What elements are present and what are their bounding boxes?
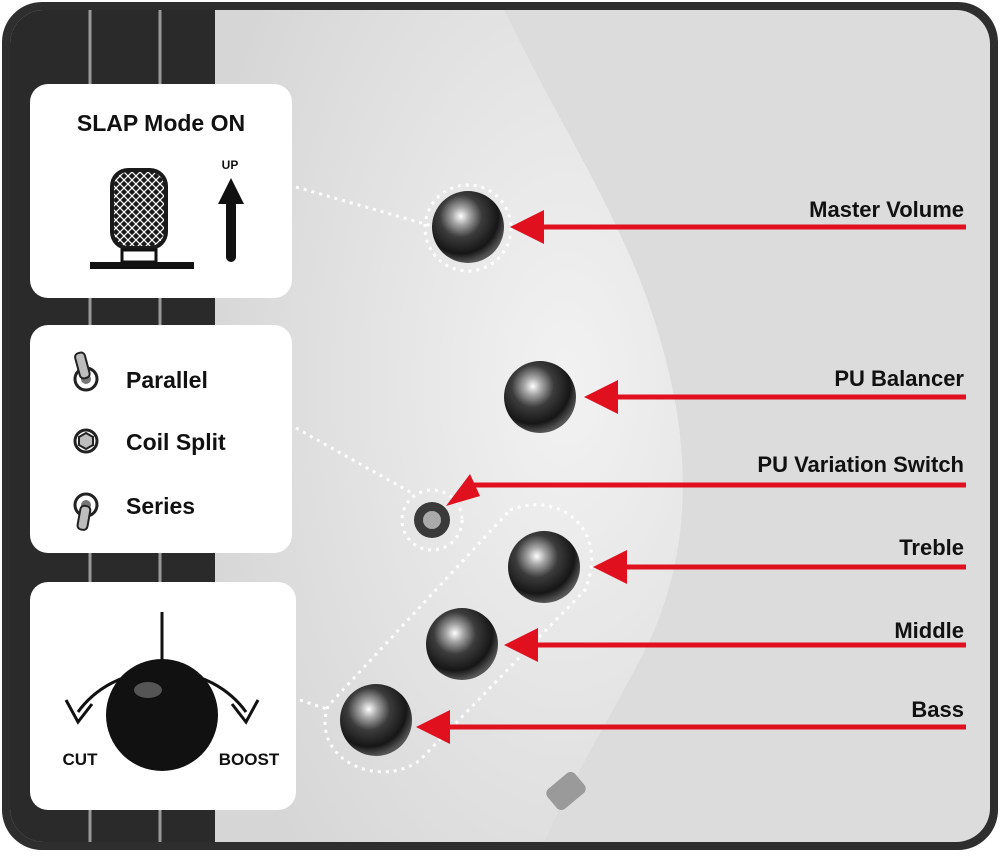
master-volume-highlight <box>423 183 513 273</box>
switch-connector <box>295 426 411 494</box>
middle-knob[interactable] <box>426 608 498 680</box>
callout-label-treble: Treble <box>899 535 964 560</box>
callout-label-pu-variation-switch: PU Variation Switch <box>757 452 964 477</box>
switch-highlight <box>400 488 464 552</box>
guitar-body <box>215 10 683 842</box>
pu-balancer-knob[interactable] <box>504 361 576 433</box>
callout-arrows <box>416 210 966 744</box>
callout-label-bass: Bass <box>911 697 964 722</box>
bass-knob[interactable] <box>340 684 412 756</box>
pu-variation-switch[interactable] <box>414 502 450 538</box>
up-label: UP <box>222 158 239 172</box>
toggle-down-icon <box>73 492 99 531</box>
callout-label-pu-balancer: PU Balancer <box>834 366 964 391</box>
master-volume-knob[interactable] <box>432 191 504 263</box>
cut-label: CUT <box>63 750 99 769</box>
rotary-knob-icon <box>64 612 260 771</box>
slap-mode-title: SLAP Mode ON <box>77 110 245 136</box>
switch-item-label: Coil Split <box>126 429 226 455</box>
callout-label-master-volume: Master Volume <box>809 197 964 222</box>
switch-positions-panel: Parallel Coil Split Series <box>30 325 292 553</box>
tone-connector <box>299 698 331 712</box>
toggle-up-icon <box>73 351 99 392</box>
treble-knob[interactable] <box>508 531 580 603</box>
slap-mode-panel: SLAP Mode ON UP <box>30 84 292 298</box>
toggle-center-icon <box>73 428 99 454</box>
switch-item-label: Series <box>126 493 195 519</box>
callout-label-middle: Middle <box>894 618 964 643</box>
pull-knob-icon <box>90 168 194 269</box>
up-arrow-icon <box>218 178 244 262</box>
tone-knobs-highlight <box>323 503 593 774</box>
tone-cut-boost-panel: CUT BOOST <box>30 582 296 810</box>
switch-item-label: Parallel <box>126 367 208 393</box>
boost-label: BOOST <box>219 750 280 769</box>
